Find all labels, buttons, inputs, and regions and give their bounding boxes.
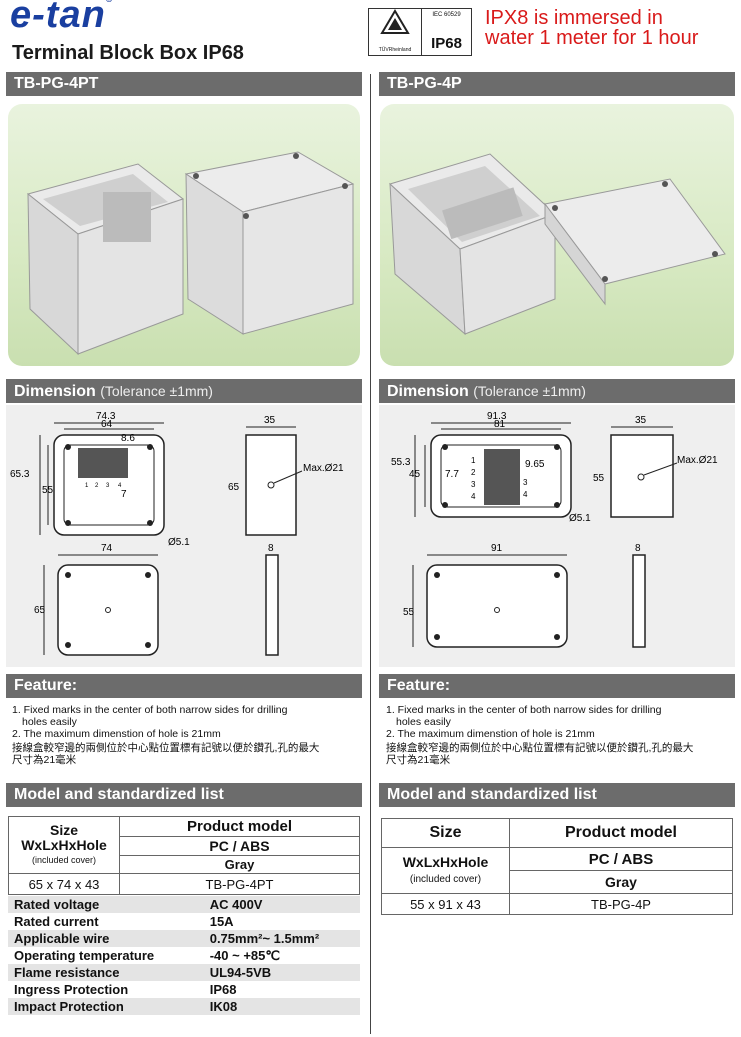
dim-small: 7 [121, 489, 127, 500]
terminal-3: 3 [106, 483, 110, 489]
terminal-block [442, 187, 523, 240]
ipx-note: IPX8 is immersed in water 1 meter for 1 … [485, 7, 699, 49]
dim-bottom-h: 55 [403, 607, 415, 618]
dim-bottom-w: 91 [491, 543, 503, 554]
dim-hole: Ø5.1 [569, 513, 591, 524]
terminal-4: 4 [118, 483, 122, 489]
product-photo-left [8, 104, 360, 366]
dim-h-outer: 65.3 [10, 469, 30, 480]
product-photo-right [380, 104, 734, 366]
brand-logo: e-tan® [10, 0, 112, 36]
warning-triangle-icon [380, 9, 410, 34]
dim-hole: Ø5.1 [168, 537, 190, 548]
certification-badge: TÜVRheinland IEC 60529 IP68 [368, 8, 472, 56]
table-row: Operating temperature-40 ~ +85℃ [14, 947, 280, 964]
col-whh: WxLxHxHole [21, 836, 107, 853]
dim-max-hole: Max.Ø21 [677, 455, 718, 466]
dim-h-outer: 55.3 [391, 457, 411, 468]
terminal-1: 1 [85, 483, 89, 489]
cert-rating: IP68 [431, 35, 462, 52]
column-divider [370, 74, 371, 1034]
terminal-3b: 3 [523, 478, 528, 487]
model-table-right: Size Product model WxLxHxHole (included … [381, 818, 733, 915]
dim-bottom-h: 65 [34, 605, 46, 616]
cell-model: TB-PG-4P [509, 893, 733, 915]
dimension-drawing-right: 91.3 81 9.65 7.7 1 2 3 4 3 4 55.3 45 Ø5.… [379, 405, 735, 667]
cell-size: 65 x 74 x 43 [8, 873, 120, 895]
dimension-bar-left: Dimension (Tolerance ±1mm) [6, 379, 362, 403]
dim-thick: 8 [268, 543, 274, 554]
terminal-4b: 4 [523, 490, 528, 499]
terminal-2: 2 [95, 483, 99, 489]
feature-bar-right: Feature: [379, 674, 735, 698]
col-whh: WxLxHxHole [402, 853, 489, 870]
feature-bar-left: Feature: [6, 674, 362, 698]
dimension-drawing-left: 74.3 64 8.6 65.3 55 1 2 3 4 7 Ø5.1 35 65… [6, 405, 362, 667]
dim-w-outer: 74.3 [96, 411, 116, 422]
cell-size: 55 x 91 x 43 [381, 893, 510, 915]
feature-list-right: 1. Fixed marks in the center of both nar… [386, 704, 694, 766]
dim-pitch: 8.6 [121, 433, 135, 444]
col-color: Gray [509, 870, 733, 894]
dim-side-h: 55 [593, 473, 605, 484]
terminal-3: 3 [471, 480, 476, 489]
cell-model: TB-PG-4PT [119, 873, 360, 895]
col-size: Size [381, 818, 510, 848]
col-material: PC / ABS [509, 847, 733, 871]
page-title: Terminal Block Box IP68 [12, 42, 244, 64]
list-bar-right: Model and standardized list [379, 783, 735, 807]
dim-max-hole: Max.Ø21 [303, 463, 344, 474]
cert-issuer: TÜVRheinland [378, 47, 412, 53]
dim-side-w: 35 [635, 415, 647, 426]
dim-h-inner: 55 [42, 485, 54, 496]
terminal-2: 2 [471, 468, 476, 477]
col-material: PC / ABS [119, 836, 360, 856]
col-incl: (included cover) [31, 854, 97, 865]
col-color: Gray [119, 855, 360, 874]
dim-h-inner: 45 [409, 469, 421, 480]
dim-side-h: 65 [228, 482, 240, 493]
dimension-bar-right: Dimension (Tolerance ±1mm) [379, 379, 735, 403]
col-size: Size [49, 821, 78, 838]
model-table-left: Size WxLxHxHole (included cover) Product… [8, 816, 360, 895]
model-bar-right: TB-PG-4P [379, 72, 735, 96]
terminal-4: 4 [471, 492, 476, 501]
terminal-1: 1 [471, 456, 476, 465]
cert-standard: IEC 60529 [432, 12, 461, 18]
dim-thick: 8 [635, 543, 641, 554]
dim-w-inner: 81 [494, 419, 506, 430]
list-bar-left: Model and standardized list [6, 783, 362, 807]
col-product-model: Product model [509, 818, 733, 848]
dim-w-outer: 91.3 [487, 411, 507, 422]
terminal-block [103, 192, 151, 242]
model-bar-left: TB-PG-4PT [6, 72, 362, 96]
dim-side-w: 35 [264, 415, 276, 426]
col-incl: (included cover) [409, 873, 482, 885]
col-product-model: Product model [119, 816, 360, 837]
feature-list-left: 1. Fixed marks in the center of both nar… [12, 704, 320, 766]
dim-w-inner: 64 [101, 419, 113, 430]
dim-pitch: 9.65 [525, 459, 545, 470]
dim-small: 7.7 [445, 469, 459, 480]
dim-bottom-w: 74 [101, 543, 113, 554]
